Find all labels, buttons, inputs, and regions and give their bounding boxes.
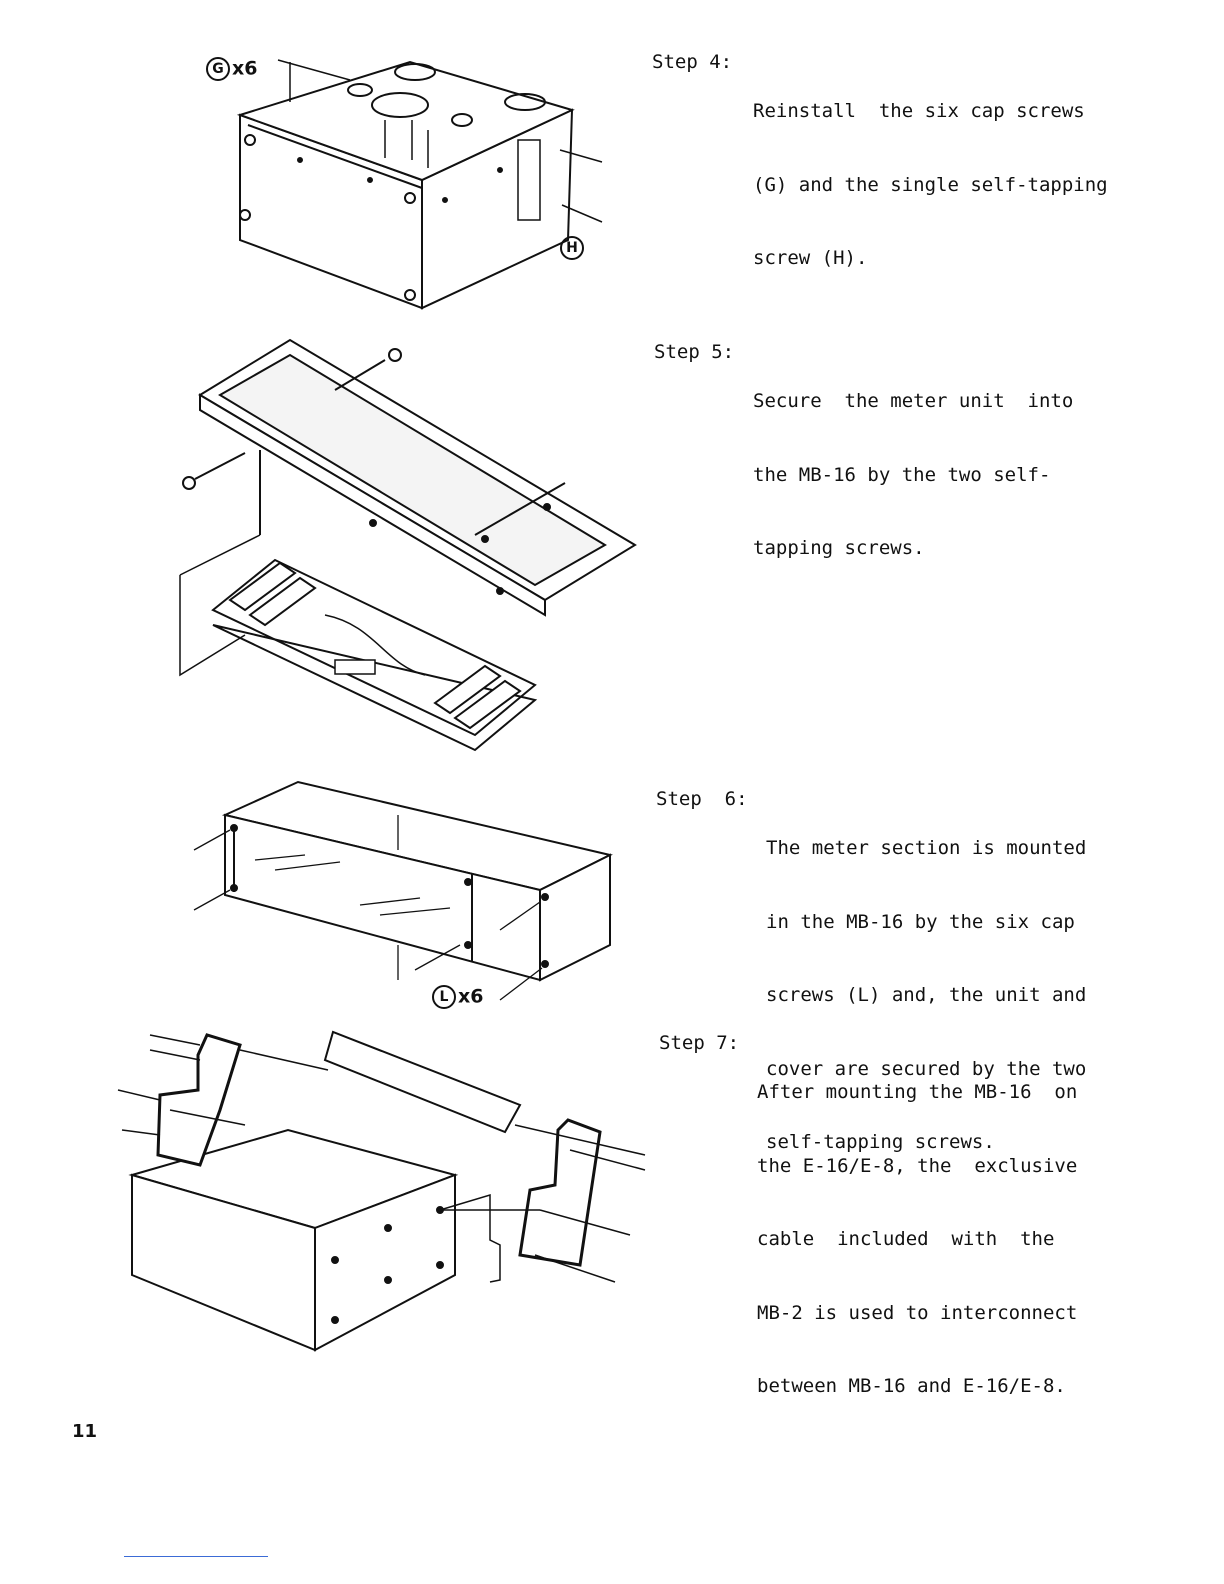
step-text-line: Secure the meter unit into [753,390,1074,412]
step-label: Step 7: [659,1032,740,1054]
step-text-line: the MB-16 by the two self- [753,463,1051,486]
step-7: Step 7: After mounting the MB-16 on the … [659,1031,1077,1397]
step-text-line: tapping screws. [753,537,925,559]
step-5: Step 5: Secure the meter unit into the M… [654,340,1073,559]
step-text-line: Reinstall the six cap screws [753,100,1085,122]
step5-figure [175,335,645,765]
step-text-line: screw (H). [753,247,868,269]
step-text-line: After mounting the MB-16 on [757,1081,1078,1103]
step-text-line: MB-2 is used to interconnect [757,1301,1078,1324]
h-circle-icon: H [560,236,584,260]
step6-figure [190,780,630,1005]
l-circle-icon: L [432,985,456,1009]
step-text-line: the E-16/E-8, the exclusive [757,1154,1078,1177]
step-4: Step 4: Reinstall the six cap screws (G)… [652,50,1108,269]
step-label: Step 6: [656,788,748,810]
l-qty: x6 [458,985,484,1008]
step-text-line: self-tapping screws. [766,1131,995,1153]
step-text-line: cable included with the [757,1228,1055,1250]
step-text-line: in the MB-16 by the six cap [766,910,1075,933]
step7-figure [110,1020,655,1360]
g-qty: x6 [232,57,258,80]
step-label: Step 4: [652,51,733,73]
page-number: 11 [72,1421,98,1442]
step4-figure [200,40,620,320]
step-text-line: between MB-16 and E-16/E-8. [757,1375,1066,1397]
step-6: Step 6: The meter section is mounted in … [656,787,1086,1153]
step-text-line: The meter section is mounted [766,837,1087,859]
g-circle-icon: G [206,57,230,81]
callout-h: H [560,236,586,260]
footer-rule [124,1556,268,1557]
step-text-line: cover are secured by the two [766,1057,1087,1080]
step-label: Step 5: [654,341,735,363]
step-text-line: (G) and the single self-tapping [753,173,1108,196]
step-text-line: screws (L) and, the unit and [766,984,1087,1006]
